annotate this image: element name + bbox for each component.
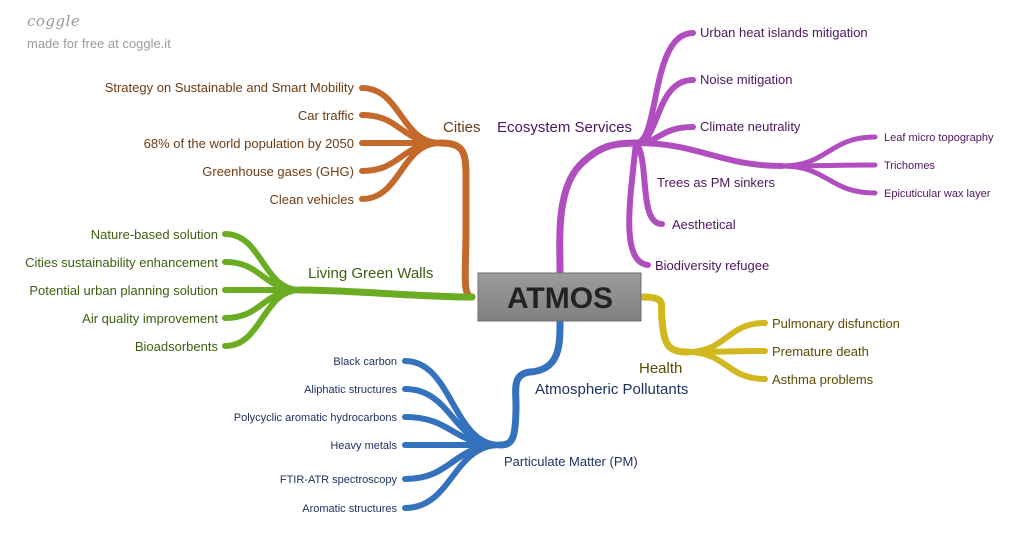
branch-health[interactable]: Health: [639, 360, 682, 377]
link-trees-leaf-0: [779, 134, 878, 169]
node-eco-3[interactable]: Trees as PM sinkers: [657, 175, 775, 190]
node-eco-0[interactable]: Urban heat islands mitigation: [700, 25, 868, 40]
link-health: [639, 293, 692, 356]
node-green-1[interactable]: Cities sustainability enhancement: [25, 255, 218, 270]
coggle-branding: coggle made for free at coggle.it: [27, 12, 171, 51]
node-particulate-matter[interactable]: Particulate Matter (PM): [504, 454, 638, 469]
node-green-2[interactable]: Potential urban planning solution: [29, 283, 218, 298]
link-cities: [436, 139, 476, 301]
link-health-leaf-2: [685, 349, 768, 382]
link-eco-3: [633, 140, 785, 169]
node-health-1[interactable]: Premature death: [772, 344, 869, 359]
node-cities-2[interactable]: 68% of the world population by 2050: [144, 136, 354, 151]
link-cities-leaf-4: [359, 140, 443, 202]
branch-cities[interactable]: Cities: [443, 119, 481, 136]
link-green-leaf-4: [222, 287, 303, 349]
node-health-0[interactable]: Pulmonary disfunction: [772, 316, 900, 331]
central-node-box[interactable]: [477, 272, 642, 322]
link-trees-leaf-2: [779, 163, 878, 196]
node-pm-3[interactable]: Heavy metals: [330, 440, 397, 452]
node-green-3[interactable]: Air quality improvement: [82, 311, 218, 326]
node-pm-2[interactable]: Polycyclic aromatic hydrocarbons: [234, 412, 398, 424]
link-green: [296, 286, 476, 301]
link-eco: [556, 139, 640, 276]
node-eco-4[interactable]: Aesthetical: [672, 217, 736, 232]
node-pm-5[interactable]: Aromatic structures: [302, 503, 397, 515]
link-eco-5: [626, 140, 651, 268]
central-node[interactable]: ATMOS: [477, 272, 642, 322]
node-pm-4[interactable]: FTIR-ATR spectroscopy: [280, 474, 398, 486]
link-eco-4: [633, 140, 665, 227]
coggle-logo: coggle: [27, 12, 81, 30]
node-pm-1[interactable]: Aliphatic structures: [304, 384, 397, 396]
link-health-leaf-0: [685, 320, 768, 355]
branch-atmospheric-pollutants[interactable]: Atmospheric Pollutants: [535, 381, 688, 398]
branch-links: [222, 30, 878, 511]
branch-ecosystem-services[interactable]: Ecosystem Services: [497, 119, 632, 136]
node-health-2[interactable]: Asthma problems: [772, 372, 874, 387]
central-node-title: ATMOS: [507, 282, 613, 315]
coggle-tagline[interactable]: made for free at coggle.it: [27, 36, 171, 51]
link-pm-leaf-5: [402, 442, 503, 511]
node-trees-1[interactable]: Trichomes: [884, 160, 935, 172]
node-trees-0[interactable]: Leaf micro topography: [884, 132, 994, 144]
node-cities-0[interactable]: Strategy on Sustainable and Smart Mobili…: [105, 80, 355, 95]
node-green-4[interactable]: Bioadsorbents: [135, 339, 219, 354]
link-pollutants: [496, 318, 564, 449]
node-green-0[interactable]: Nature-based solution: [91, 227, 218, 242]
node-cities-1[interactable]: Car traffic: [298, 108, 355, 123]
node-eco-1[interactable]: Noise mitigation: [700, 72, 793, 87]
node-eco-5[interactable]: Biodiversity refugee: [655, 258, 769, 273]
node-cities-3[interactable]: Greenhouse gases (GHG): [202, 164, 354, 179]
branch-living-green-walls[interactable]: Living Green Walls: [308, 265, 433, 282]
node-cities-4[interactable]: Clean vehicles: [269, 192, 354, 207]
node-eco-2[interactable]: Climate neutrality: [700, 119, 801, 134]
node-trees-2[interactable]: Epicuticular wax layer: [884, 188, 991, 200]
node-pm-0[interactable]: Black carbon: [333, 356, 397, 368]
